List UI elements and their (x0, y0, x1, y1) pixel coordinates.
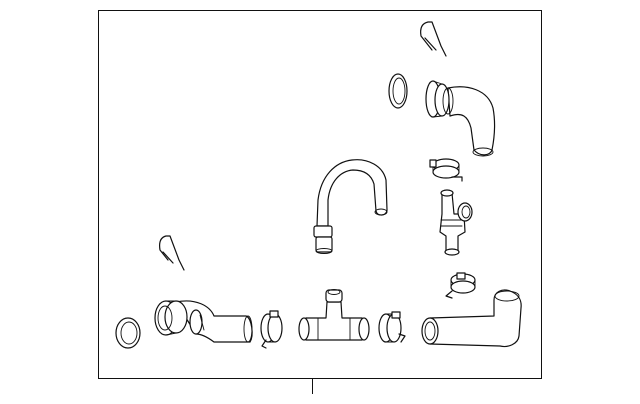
hose-clamp-bottom-right (379, 312, 405, 342)
o-ring-top (389, 74, 407, 108)
elbow-hose-top (426, 81, 495, 156)
tee-connector-horizontal (299, 290, 369, 341)
elbow-hose-bottom (155, 301, 252, 342)
o-ring-bottom (116, 318, 140, 348)
bent-tube-center (314, 160, 387, 254)
tee-connector-vertical (440, 190, 472, 255)
retaining-clip-top (421, 22, 446, 56)
hose-clamp-bottom-left (261, 311, 282, 348)
straight-hose-bottom (422, 290, 521, 347)
diagram-frame (99, 11, 542, 379)
hose-clamp-upper (430, 159, 462, 181)
retaining-clip-bottom (160, 236, 184, 270)
hose-clamp-lower (446, 273, 475, 298)
